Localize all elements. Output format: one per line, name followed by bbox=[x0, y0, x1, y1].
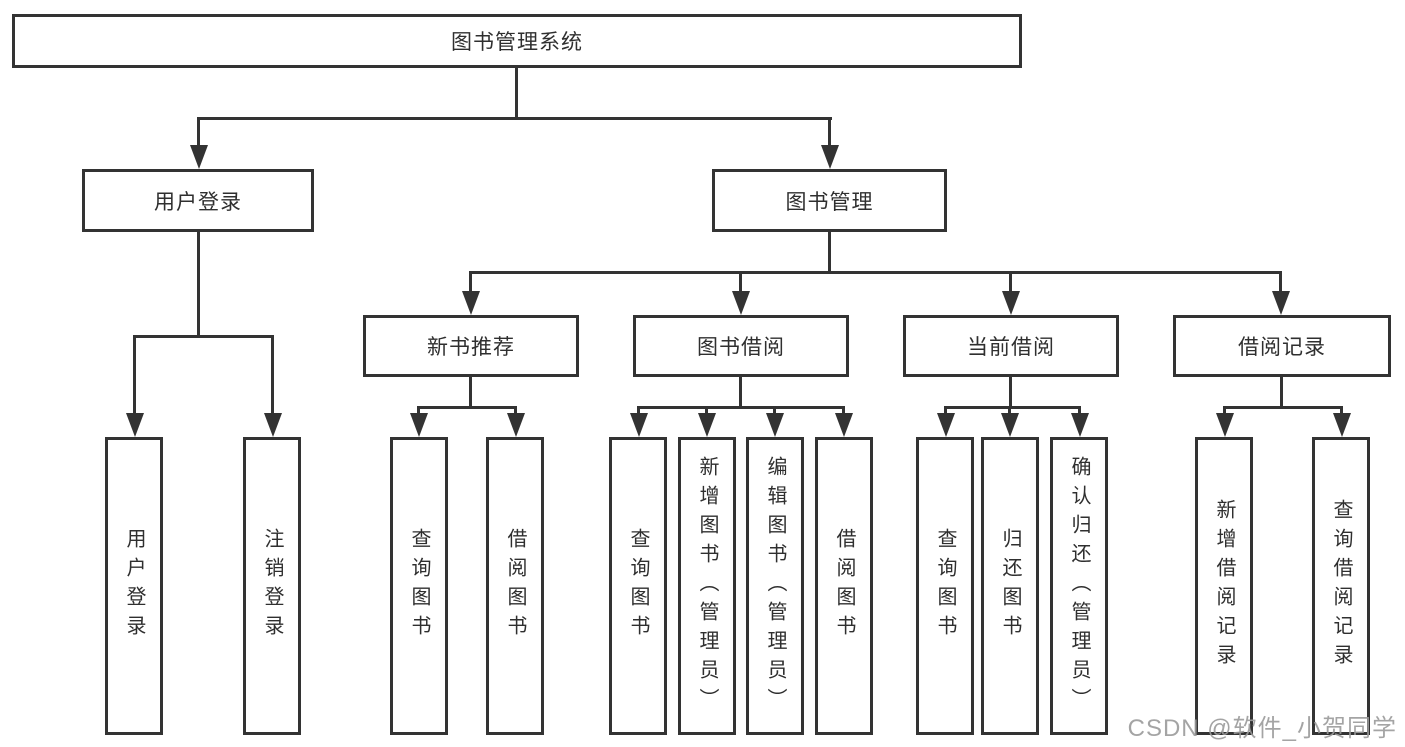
leaf-borrow-books-2: 借阅图书 bbox=[815, 437, 873, 735]
node-label: 图书管理 bbox=[785, 190, 874, 214]
node-user-login: 用户登录 bbox=[82, 169, 314, 232]
connector-book-borrow-crossbar bbox=[637, 406, 845, 409]
node-label: 借阅图书 bbox=[504, 528, 526, 644]
connector-new-book-stem bbox=[469, 377, 472, 409]
node-label: 图书管理系统 bbox=[451, 31, 583, 54]
connector-drop bbox=[944, 406, 947, 417]
arrow-down-icon bbox=[190, 145, 208, 169]
connector-drop-new-book bbox=[469, 271, 472, 295]
connector-book-management-stem bbox=[828, 232, 831, 272]
arrow-down-icon bbox=[462, 291, 480, 315]
arrow-down-icon bbox=[1333, 413, 1351, 437]
connector-book-borrow-stem bbox=[739, 377, 742, 409]
node-current-borrow: 当前借阅 bbox=[903, 315, 1119, 377]
connector-drop bbox=[637, 406, 640, 417]
node-label: 借阅记录 bbox=[1238, 336, 1326, 359]
node-label: 查询图书 bbox=[934, 528, 956, 644]
node-label: 查询借阅记录 bbox=[1330, 499, 1352, 673]
arrow-down-icon bbox=[835, 413, 853, 437]
leaf-logout: 注销登录 bbox=[243, 437, 301, 735]
node-label: 新增图书（管理员） bbox=[696, 455, 718, 717]
arrow-down-icon bbox=[410, 413, 428, 437]
connector-root-stem bbox=[515, 68, 518, 118]
connector-drop-book-borrow bbox=[739, 271, 742, 295]
arrow-down-icon bbox=[1216, 413, 1234, 437]
leaf-query-borrow-record: 查询借阅记录 bbox=[1312, 437, 1370, 735]
node-label: 用户登录 bbox=[123, 528, 145, 644]
node-label: 图书借阅 bbox=[697, 336, 785, 359]
connector-drop bbox=[1008, 406, 1011, 417]
connector-borrow-records-stem bbox=[1280, 377, 1283, 409]
arrow-down-icon bbox=[1002, 291, 1020, 315]
connector-drop bbox=[773, 406, 776, 417]
connector-drop-borrow-records bbox=[1279, 271, 1282, 295]
arrow-down-icon bbox=[507, 413, 525, 437]
connector-drop bbox=[1223, 406, 1226, 417]
connector-borrow-records-crossbar bbox=[1223, 406, 1343, 409]
node-book-management: 图书管理 bbox=[712, 169, 947, 232]
arrow-down-icon bbox=[1001, 413, 1019, 437]
connector-current-borrow-stem bbox=[1009, 377, 1012, 409]
connector-drop-current-borrow bbox=[1009, 271, 1012, 295]
leaf-borrow-books-1: 借阅图书 bbox=[486, 437, 544, 735]
arrow-down-icon bbox=[766, 413, 784, 437]
node-label: 当前借阅 bbox=[967, 336, 1055, 359]
node-label: 用户登录 bbox=[154, 190, 242, 214]
arrow-down-icon bbox=[264, 413, 282, 437]
arrow-down-icon bbox=[732, 291, 750, 315]
connector-user-login-crossbar bbox=[133, 335, 274, 338]
node-new-book-recommend: 新书推荐 bbox=[363, 315, 579, 377]
arrow-down-icon bbox=[1071, 413, 1089, 437]
node-borrow-records: 借阅记录 bbox=[1173, 315, 1391, 377]
connector-drop bbox=[1340, 406, 1343, 417]
leaf-add-book-admin: 新增图书（管理员） bbox=[678, 437, 736, 735]
connector-new-book-crossbar bbox=[417, 406, 517, 409]
node-label: 新书推荐 bbox=[427, 336, 515, 359]
node-label: 确认归还（管理员） bbox=[1068, 455, 1090, 717]
connector-drop bbox=[842, 406, 845, 417]
node-book-borrow: 图书借阅 bbox=[633, 315, 849, 377]
connector-drop bbox=[514, 406, 517, 417]
node-label: 编辑图书（管理员） bbox=[764, 455, 786, 717]
connector-drop bbox=[705, 406, 708, 417]
arrow-down-icon bbox=[1272, 291, 1290, 315]
connector-drop bbox=[1078, 406, 1081, 417]
arrow-down-icon bbox=[126, 413, 144, 437]
node-label: 注销登录 bbox=[261, 528, 283, 644]
leaf-edit-book-admin: 编辑图书（管理员） bbox=[746, 437, 804, 735]
node-label: 查询图书 bbox=[408, 528, 430, 644]
leaf-add-borrow-record: 新增借阅记录 bbox=[1195, 437, 1253, 735]
node-label: 借阅图书 bbox=[833, 528, 855, 644]
node-label: 归还图书 bbox=[999, 528, 1021, 644]
arrow-down-icon bbox=[698, 413, 716, 437]
leaf-query-books-2: 查询图书 bbox=[609, 437, 667, 735]
leaf-query-books-3: 查询图书 bbox=[916, 437, 974, 735]
arrow-down-icon bbox=[630, 413, 648, 437]
connector-book-management-crossbar bbox=[469, 271, 1282, 274]
connector-drop-user-login bbox=[197, 117, 200, 149]
leaf-return-book: 归还图书 bbox=[981, 437, 1039, 735]
node-label: 查询图书 bbox=[627, 528, 649, 644]
node-library-management-system: 图书管理系统 bbox=[12, 14, 1022, 68]
connector-drop-book-management bbox=[828, 117, 831, 149]
connector-drop-login-leaf bbox=[133, 335, 136, 417]
leaf-query-books-1: 查询图书 bbox=[390, 437, 448, 735]
csdn-watermark: CSDN @软件_小贺同学 bbox=[1127, 715, 1397, 742]
arrow-down-icon bbox=[937, 413, 955, 437]
connector-user-login-stem bbox=[197, 232, 200, 337]
node-label: 新增借阅记录 bbox=[1213, 499, 1235, 673]
connector-current-borrow-crossbar bbox=[944, 406, 1081, 409]
leaf-user-login: 用户登录 bbox=[105, 437, 163, 735]
connector-drop bbox=[417, 406, 420, 417]
connector-root-crossbar bbox=[197, 117, 832, 120]
leaf-confirm-return-admin: 确认归还（管理员） bbox=[1050, 437, 1108, 735]
arrow-down-icon bbox=[821, 145, 839, 169]
connector-drop-logout-leaf bbox=[271, 335, 274, 417]
